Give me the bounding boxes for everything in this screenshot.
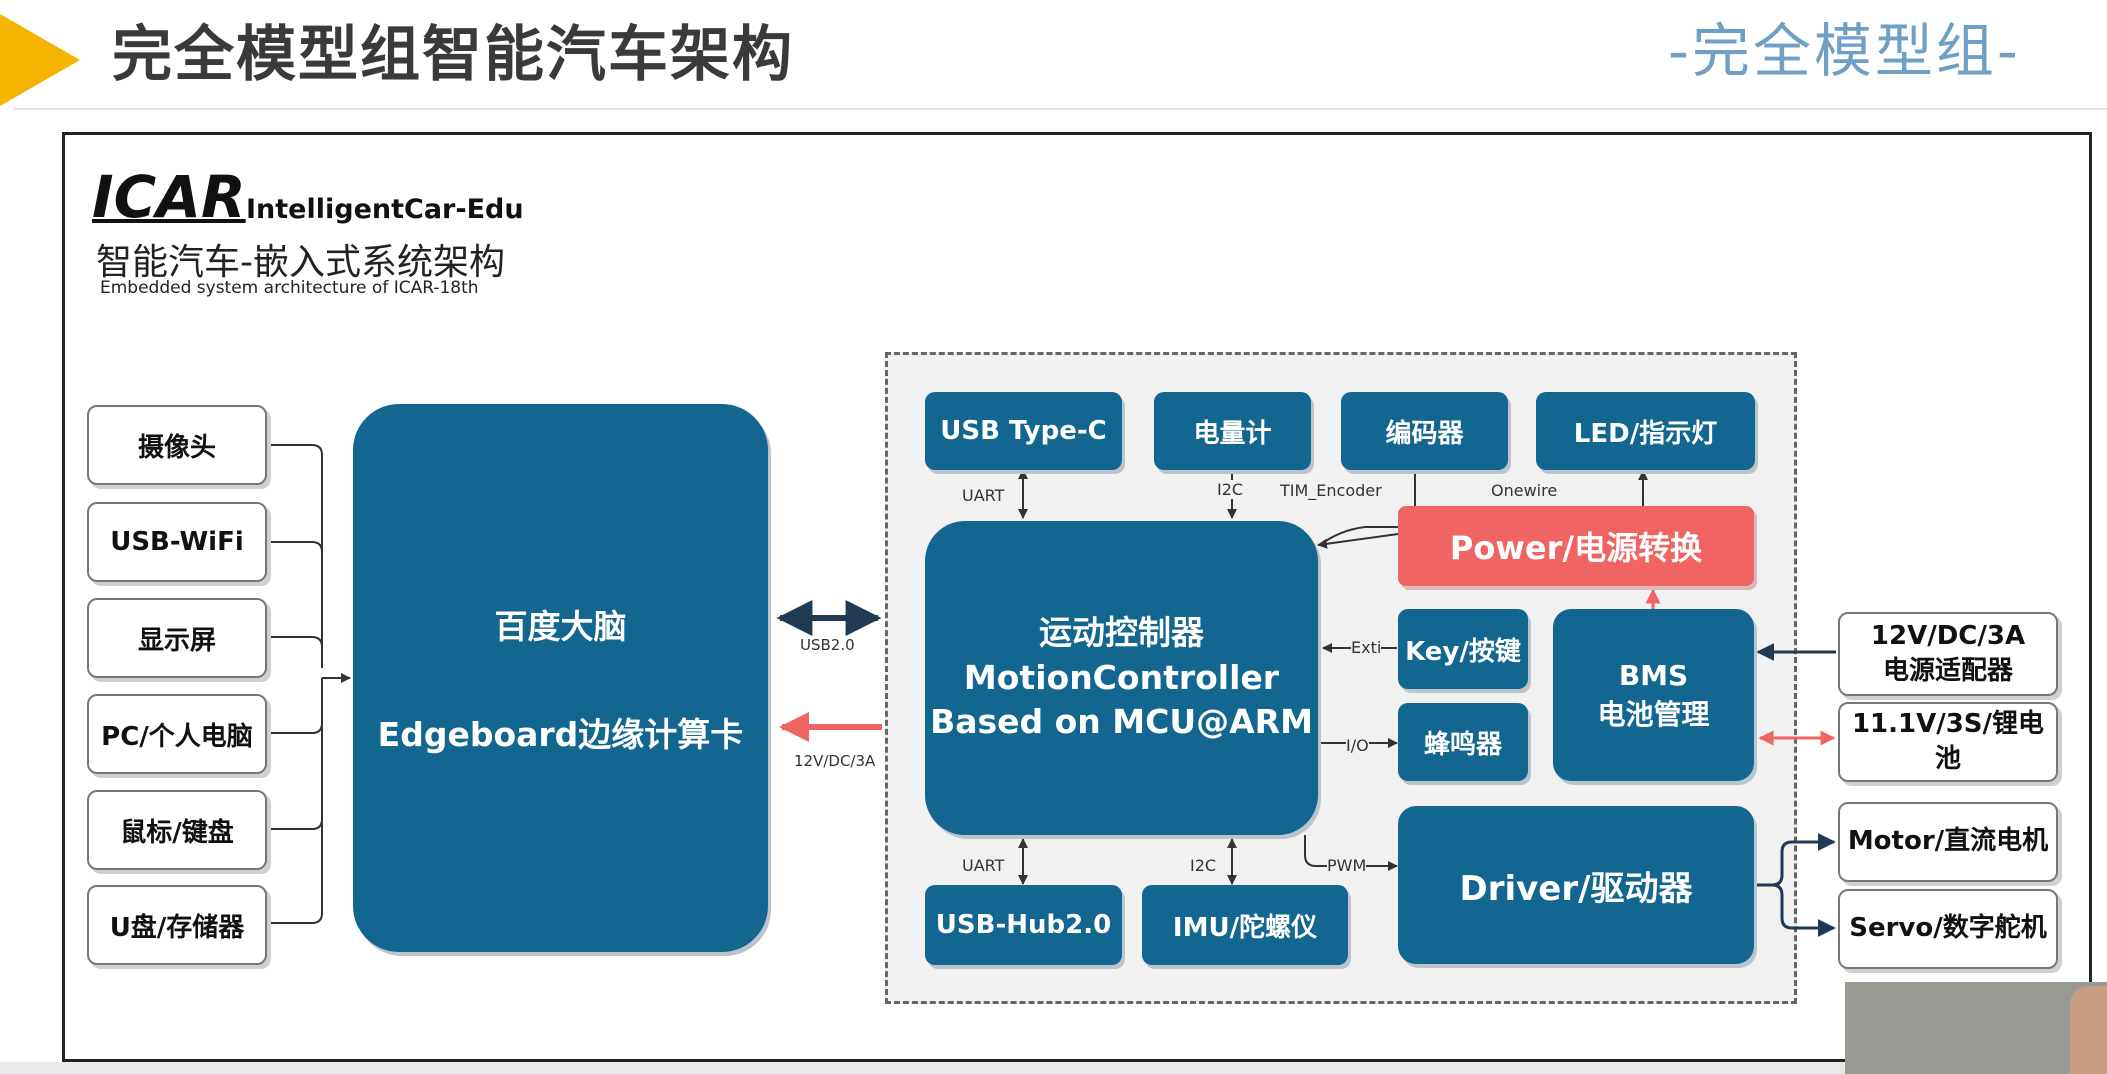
bus-label-onewire: Onewire bbox=[1491, 481, 1558, 500]
bus-label-uart-bottom: UART bbox=[962, 856, 1005, 875]
logo-subtitle: IntelligentCar-Edu bbox=[246, 194, 524, 225]
peripheral-camera: 摄像头 bbox=[87, 405, 267, 485]
usb-link-label: USB2.0 bbox=[800, 636, 855, 654]
bms-box: BMS 电池管理 bbox=[1553, 609, 1754, 781]
presenter-face bbox=[2070, 986, 2107, 1074]
peripheral-bus bbox=[268, 444, 351, 924]
header-tag: -完全模型组- bbox=[1668, 17, 2021, 85]
presenter-video-thumbnail bbox=[1845, 982, 2107, 1074]
module-usb-hub: USB-Hub2.0 bbox=[925, 885, 1122, 965]
module-fuel-gauge: 电量计 bbox=[1154, 392, 1311, 470]
bus-label-i2c-bottom: I2C bbox=[1190, 856, 1217, 875]
power-adapter-box: 12V/DC/3A 电源适配器 bbox=[1838, 612, 2058, 696]
bus-label-uart-top: UART bbox=[962, 486, 1005, 505]
edgeboard-subtitle: Edgeboard边缘计算卡 bbox=[377, 715, 744, 754]
controller-mcu: Based on MCU@ARM bbox=[930, 702, 1313, 742]
peripheral-storage: U盘/存储器 bbox=[87, 885, 267, 965]
module-led: LED/指示灯 bbox=[1536, 392, 1755, 470]
power-conversion-box: Power/电源转换 bbox=[1398, 506, 1754, 586]
adapter-label: 电源适配器 bbox=[1882, 656, 2013, 686]
servo-box: Servo/数字舵机 bbox=[1838, 889, 2058, 969]
peripheral-pc: PC/个人电脑 bbox=[87, 694, 267, 774]
peripheral-usb-wifi: USB-WiFi bbox=[87, 502, 267, 582]
motor-box: Motor/直流电机 bbox=[1838, 802, 2058, 882]
peripheral-display: 显示屏 bbox=[87, 598, 267, 678]
slide-header: 完全模型组智能汽车架构 -完全模型组- bbox=[0, 0, 2107, 110]
buzzer-box: 蜂鸣器 bbox=[1398, 703, 1528, 781]
pwm-arrow bbox=[1304, 835, 1398, 871]
bottom-strip bbox=[0, 1062, 1845, 1074]
title-arrow-icon bbox=[0, 14, 80, 106]
controller-title-cn: 运动控制器 bbox=[1039, 613, 1204, 653]
bms-title: BMS bbox=[1618, 658, 1689, 692]
slide-title: 完全模型组智能汽车架构 bbox=[112, 20, 794, 90]
controller-title-en: MotionController bbox=[963, 657, 1280, 697]
driver-output-arrows bbox=[1756, 833, 1836, 937]
module-imu: IMU/陀螺仪 bbox=[1142, 885, 1348, 965]
module-usb-typec: USB Type-C bbox=[925, 392, 1122, 470]
header-divider bbox=[14, 108, 2107, 110]
bus-label-tim-encoder: TIM_Encoder bbox=[1280, 481, 1382, 500]
diagram-title-cn: 智能汽车-嵌入式系统架构 bbox=[96, 242, 505, 283]
bus-label-pwm: PWM bbox=[1327, 856, 1367, 875]
edgeboard-title: 百度大脑 bbox=[494, 607, 627, 646]
module-encoder: 编码器 bbox=[1341, 392, 1508, 470]
bus-label-i2c-top: I2C bbox=[1217, 480, 1244, 499]
diagram-title-en: Embedded system architecture of ICAR-18t… bbox=[100, 278, 479, 298]
bus-label-io: I/O bbox=[1346, 736, 1369, 755]
battery-box: 11.1V/3S/锂电池 bbox=[1838, 702, 2058, 782]
key-box: Key/按键 bbox=[1398, 609, 1528, 689]
motion-controller-box: 运动控制器 MotionController Based on MCU@ARM bbox=[925, 521, 1318, 835]
peripheral-mouse-keyboard: 鼠标/键盘 bbox=[87, 790, 267, 870]
driver-box: Driver/驱动器 bbox=[1398, 806, 1754, 964]
adapter-spec: 12V/DC/3A bbox=[1870, 620, 2026, 651]
power-link-label: 12V/DC/3A bbox=[794, 752, 876, 770]
bus-label-exti: Exti bbox=[1351, 638, 1382, 657]
icar-logo: ICAR bbox=[92, 163, 246, 231]
bms-subtitle: 电池管理 bbox=[1597, 698, 1710, 731]
edgeboard-box: 百度大脑 Edgeboard边缘计算卡 bbox=[353, 404, 768, 952]
